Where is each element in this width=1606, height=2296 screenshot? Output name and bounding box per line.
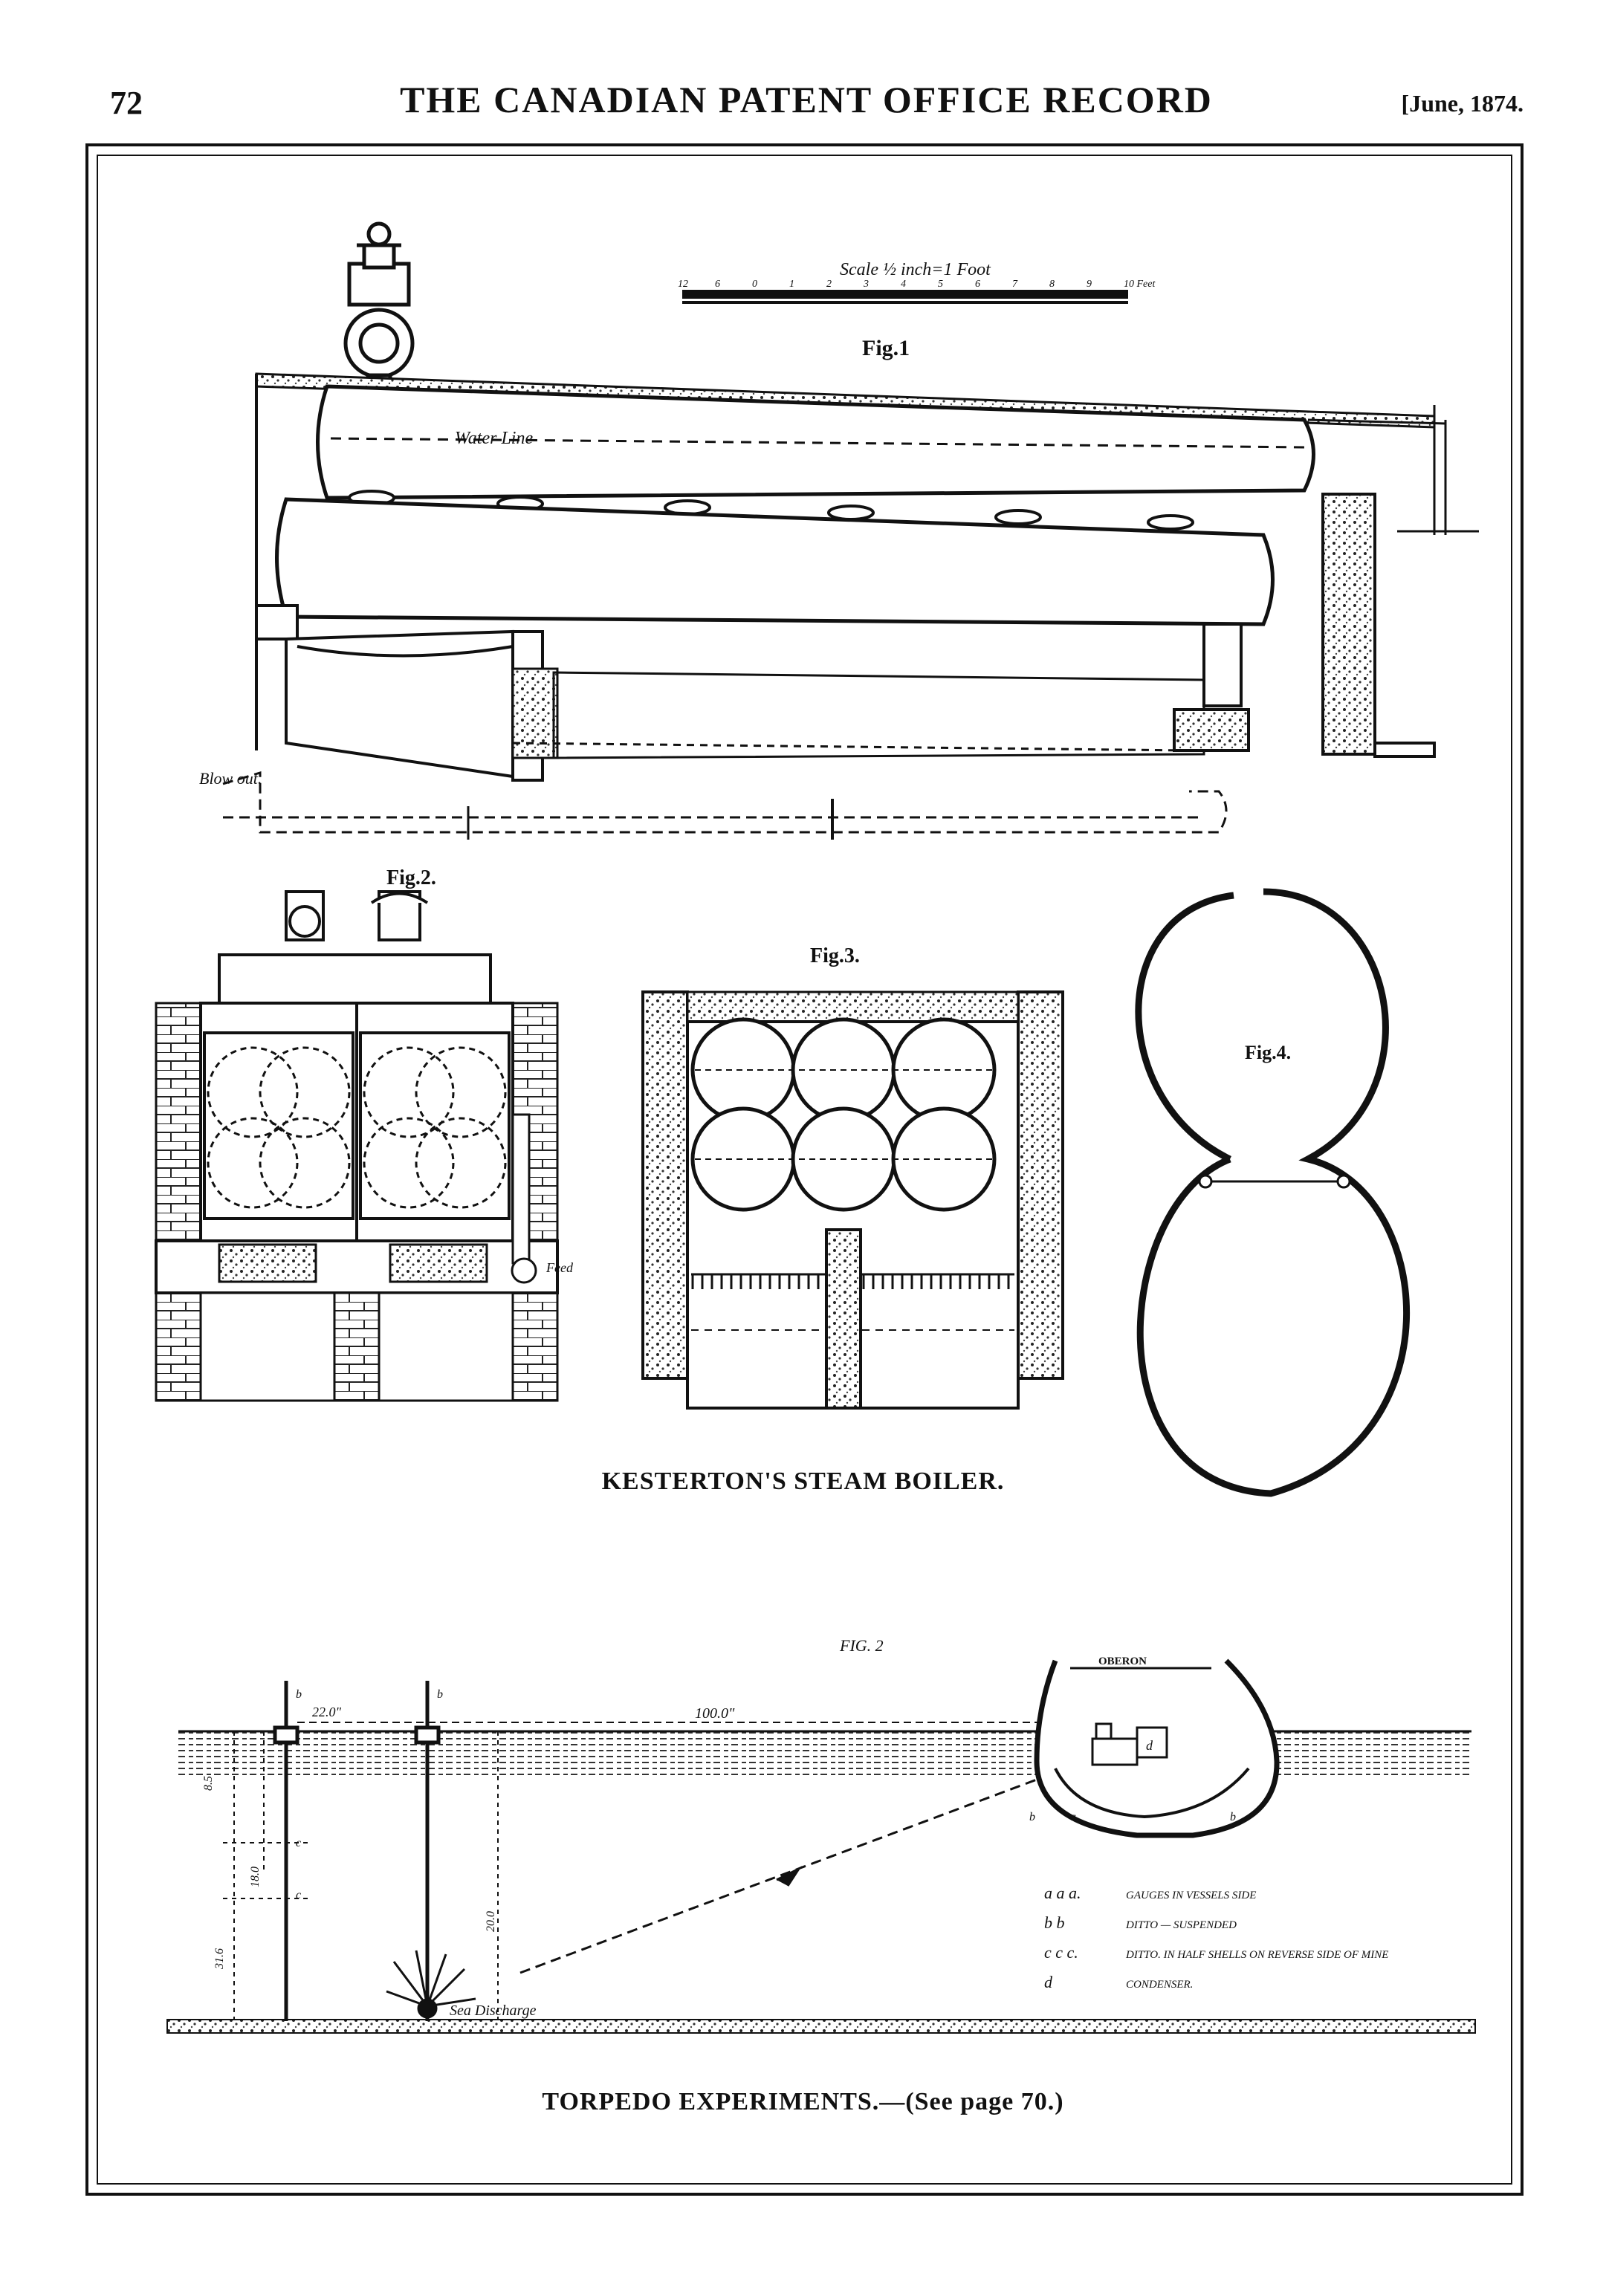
legend-text: DITTO. IN HALF SHELLS ON REVERSE SIDE OF… — [1125, 1949, 1388, 1961]
fig4-label: Fig.4. — [1245, 1042, 1291, 1063]
issue-date: [June, 1874. — [1401, 90, 1524, 117]
sea-floor — [166, 2019, 1476, 2034]
fig1-lower-boiler — [255, 497, 1275, 641]
torpedo-fig-label: FIG. 2 — [839, 1636, 884, 1655]
svg-text:b: b — [296, 1688, 302, 1701]
vessel-oberon — [1034, 1658, 1280, 1838]
fig1-steam-valve — [343, 221, 415, 396]
page-number: 72 — [110, 85, 143, 121]
legend-key: a a a. — [1044, 1884, 1081, 1902]
fig3-cross-section: Fig.3. — [641, 944, 1064, 1410]
svg-text:c: c — [296, 1889, 301, 1901]
svg-text:18.0: 18.0 — [249, 1867, 262, 1887]
fig2-label: Fig.2. — [386, 866, 436, 889]
torpedo-caption-main: TORPEDO EXPERIMENTS.— — [542, 2088, 906, 2115]
svg-text:b: b — [1029, 1811, 1035, 1823]
scale-tick-label: 10 Feet — [1124, 279, 1156, 290]
running-title: THE CANADIAN PATENT OFFICE RECORD — [400, 79, 1213, 120]
scale-tick-label: 7 — [1012, 279, 1018, 290]
svg-text:8.5: 8.5 — [202, 1776, 215, 1791]
distance-main: 100.0" — [695, 1705, 735, 1722]
plate-frame-inner — [97, 155, 1512, 2185]
water-line-label: Water Line — [455, 429, 533, 448]
scale-tick-label: 2 — [826, 279, 832, 290]
fig4-shell-section: Fig.4. — [1135, 888, 1410, 1497]
scale-tick-label: 3 — [863, 279, 869, 290]
legend-text: GAUGES IN VESSELS SIDE — [1126, 1890, 1256, 1901]
boiler-caption: KESTERTON'S STEAM BOILER. — [601, 1468, 1005, 1495]
fig1-firebox — [285, 629, 1205, 782]
discharge-label: Sea Discharge — [450, 2002, 537, 2019]
scale-tick-label: 6 — [715, 279, 720, 290]
fig3-grate-bars — [691, 1274, 1010, 1289]
blast-trajectory — [519, 1778, 1037, 1974]
torpedo-legend: a a a. GAUGES IN VESSELS SIDE b b DITTO — S… — [1044, 1884, 1388, 1991]
scale-tick-label: 4 — [901, 279, 906, 290]
torpedo-caption-ref: (See page 70.) — [905, 2088, 1064, 2115]
blow-out-label: Blow out. — [199, 769, 262, 788]
scale-tick-label: 6 — [975, 279, 980, 290]
plate-frame-outer — [85, 143, 1524, 2196]
feed-label: Feed — [545, 1260, 574, 1275]
svg-text:31.6: 31.6 — [213, 1948, 226, 1970]
scale-tick-label: 8 — [1049, 279, 1055, 290]
scale-tick-label: 12 — [678, 279, 688, 290]
torpedo-caption: TORPEDO EXPERIMENTS.—(See page 70.) — [0, 2088, 1606, 2116]
scale-tick-label: 1 — [789, 279, 794, 290]
legend-key: c c c. — [1044, 1943, 1078, 1962]
fig3-label: Fig.3. — [810, 944, 860, 967]
fig1-rear-pier — [1173, 493, 1436, 758]
scale-label: Scale ½ inch=1 Foot — [840, 260, 991, 279]
gauge-poles — [273, 1681, 441, 2021]
mine-discharge — [386, 1950, 476, 2019]
svg-text:b: b — [437, 1688, 443, 1701]
distance-short: 22.0" — [312, 1705, 342, 1719]
scale-tick-label: 9 — [1087, 279, 1092, 290]
svg-text:b: b — [1230, 1811, 1236, 1823]
fig1-label: Fig.1 — [862, 336, 910, 360]
running-header: 72 THE CANADIAN PATENT OFFICE RECORD [Ju… — [89, 71, 1524, 137]
svg-text:a: a — [1070, 1811, 1076, 1823]
legend-key: b b — [1044, 1913, 1065, 1932]
vessel-name: OBERON — [1098, 1655, 1147, 1667]
svg-text:20.0: 20.0 — [485, 1911, 497, 1932]
torpedo-figure: FIG. 2 22.0" 100.0" b b c c 8.5 18.0 — [166, 1636, 1476, 2034]
scale-tick-label: 5 — [938, 279, 943, 290]
fig2-front-elevation: Fig.2. Feed — [155, 866, 574, 1402]
svg-text:d: d — [1146, 1738, 1153, 1753]
scale-tick-label: 0 — [752, 279, 757, 290]
legend-text: CONDENSER. — [1126, 1979, 1193, 1991]
fig1-blow-out-pipe — [222, 771, 1228, 840]
legend-text: DITTO — SUSPENDED — [1125, 1919, 1237, 1931]
legend-key: d — [1044, 1973, 1053, 1991]
